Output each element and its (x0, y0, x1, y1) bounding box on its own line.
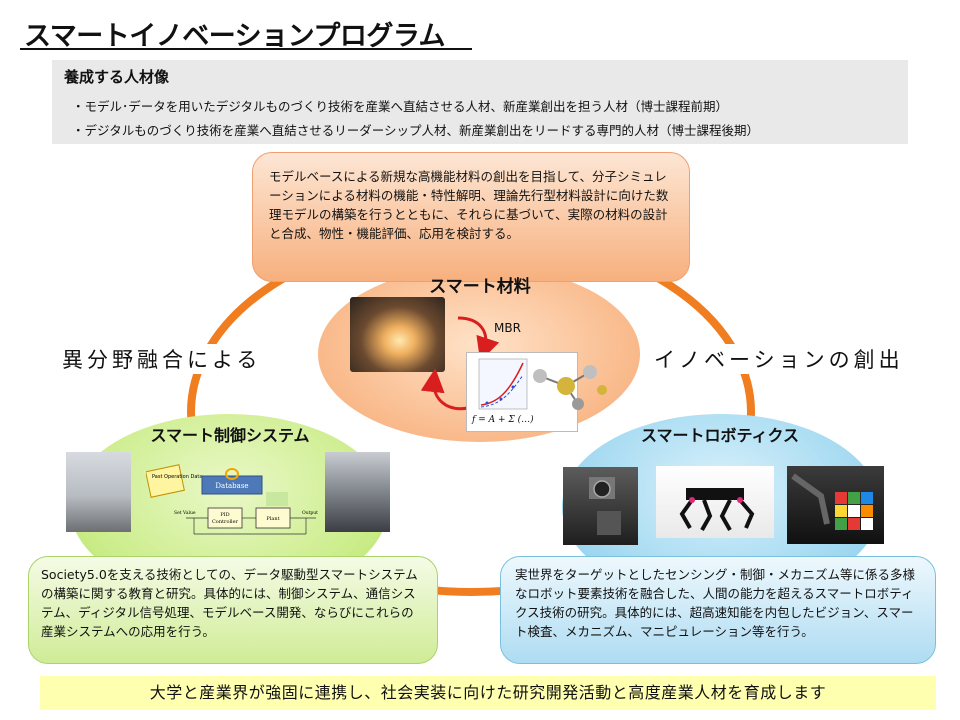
smart-materials-title: スマート材料 (429, 277, 531, 297)
workstation-photo (325, 452, 390, 532)
pid-label: PID (220, 512, 229, 518)
cycle-arrows-icon (420, 316, 500, 411)
talent-profile-panel: 養成する人材像 ・モデル･データを用いたデジタルものづくり技術を産業へ直結させる… (52, 60, 908, 144)
mbr-reactor-photo (350, 297, 445, 372)
memo-label: Past Operation Data (152, 474, 202, 480)
smart-robotics-title: スマートロボティクス (640, 426, 800, 445)
output-label: Output (302, 510, 318, 516)
band-text-right: イノベーションの創出 (648, 344, 910, 374)
set-value-label: Set Value (174, 510, 196, 516)
database-label: Database (215, 482, 248, 490)
controller-label: Controller (212, 519, 239, 525)
band-text-left: 異分野融合による (56, 344, 268, 374)
smart-control-description: Society5.0を支える技術としての、データ駆動型スマートシステムの構築に関… (28, 556, 438, 664)
pid-control-diagram: Past Operation Data Database PID Control… (146, 464, 318, 535)
model-formula: f = A + Σ (…) (472, 415, 534, 425)
summary-banner: 大学と産業界が強固に連携し、社会実装に向けた研究開発活動と高度産業人材を育成しま… (40, 676, 936, 710)
lab-equipment-photo (66, 452, 131, 532)
vision-camera-photo (563, 467, 638, 545)
talent-item-doctoral: ・デジタルものづくり技術を産業へ直結させるリーダーシップ人材、新産業創出をリード… (72, 123, 760, 138)
rubiks-cube-robot-photo (787, 466, 884, 544)
smart-control-title: スマート制御システム (150, 426, 310, 445)
molecule-model-icon (533, 365, 607, 410)
title-underline (20, 48, 472, 50)
smart-materials-description: モデルベースによる新規な高機能材料の創出を目指して、分子シミュレーションによる材… (252, 152, 690, 282)
page-title: スマートイノベーションプログラム (24, 21, 446, 52)
mbr-label: MBR (494, 321, 521, 335)
talent-heading: 養成する人材像 (64, 68, 170, 86)
quadruped-robot-photo (656, 466, 774, 538)
plant-label: Plant (266, 516, 279, 522)
smart-robotics-description: 実世界をターゲットとしたセンシング・制御・メカニズム等に係る多様なロボット要素技… (500, 556, 936, 664)
talent-item-masters: ・モデル･データを用いたデジタルものづくり技術を産業へ直結させる人材、新産業創出… (72, 99, 729, 114)
